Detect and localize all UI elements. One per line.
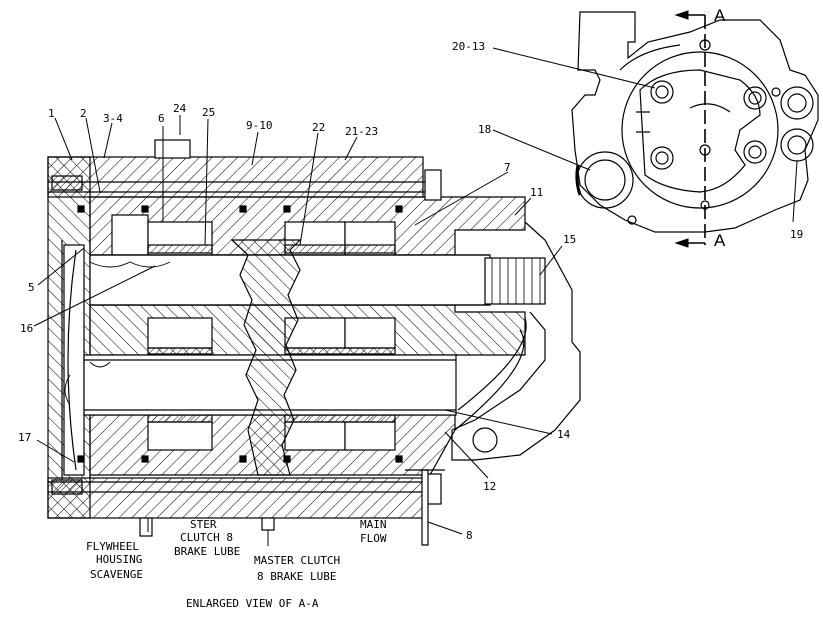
callout-7: 7 [504, 161, 511, 174]
top-housing-band [47, 156, 424, 198]
callout-18: 18 [478, 123, 491, 136]
flywheel-label-line2: HOUSING [96, 553, 142, 566]
port-labels: FLYWHEEL HOUSING SCAVENGE STER CLUTCH 8 … [86, 518, 387, 583]
figure-caption: ENLARGED VIEW OF A-A [186, 597, 319, 610]
inset-bolt-20-13 [650, 80, 674, 104]
callout-22: 22 [312, 121, 325, 134]
flywheel-label-line1: FLYWHEEL [86, 540, 139, 553]
callout-5: 5 [28, 281, 35, 294]
flange-bolt [472, 427, 498, 453]
through-bolt-bottom [48, 473, 442, 505]
master-clutch-label-line2: 8 BRAKE LUBE [257, 570, 336, 583]
section-view [47, 139, 581, 546]
callout-20-13: 20-13 [452, 40, 485, 53]
spline-coupling [484, 257, 546, 305]
inset-port-19 [780, 128, 814, 162]
bottom-housing-band [47, 477, 424, 519]
flywheel-label-line3: SCAVENGE [90, 568, 143, 581]
section-mark-bottom: A [714, 231, 726, 250]
callout-25: 25 [202, 106, 215, 119]
callout-2: 2 [80, 107, 87, 120]
callout-19: 19 [790, 228, 803, 241]
callout-labels: 1 2 3-4 24 6 25 9-10 22 21-23 7 11 15 5 … [18, 40, 803, 542]
callout-1: 1 [48, 107, 55, 120]
callout-15: 15 [563, 233, 576, 246]
ster-clutch-label-line3: BRAKE LUBE [174, 545, 240, 558]
callout-21-23: 21-23 [345, 125, 378, 138]
master-clutch-label-line1: MASTER CLUTCH [254, 554, 340, 567]
inset-outline [571, 11, 819, 233]
callout-3-4: 3-4 [103, 112, 123, 125]
callout-6: 6 [158, 112, 165, 125]
main-flow-label-line1: MAIN [360, 518, 387, 531]
end-view-inset [571, 11, 819, 233]
callout-14: 14 [557, 428, 571, 441]
main-flow-label-line2: FLOW [360, 532, 387, 545]
section-letters: A A [714, 6, 726, 250]
inset-leader-lines [492, 47, 798, 223]
callout-11: 11 [530, 186, 543, 199]
through-bolt-top [48, 169, 442, 201]
callout-16: 16 [20, 322, 33, 335]
mounting-bracket [421, 469, 429, 546]
ster-clutch-label-line2: CLUTCH 8 [180, 531, 233, 544]
callout-8: 8 [466, 529, 473, 542]
section-cut-line [674, 10, 706, 248]
section-mark-top: A [714, 6, 726, 25]
front-flange [451, 221, 581, 461]
ster-clutch-label-line1: STER [190, 518, 217, 531]
callout-17: 17 [18, 431, 31, 444]
callout-9-10: 9-10 [246, 119, 273, 132]
callout-12: 12 [483, 480, 496, 493]
leader-lines [33, 115, 563, 546]
callout-24: 24 [173, 102, 187, 115]
inset-main-bore [621, 51, 779, 209]
